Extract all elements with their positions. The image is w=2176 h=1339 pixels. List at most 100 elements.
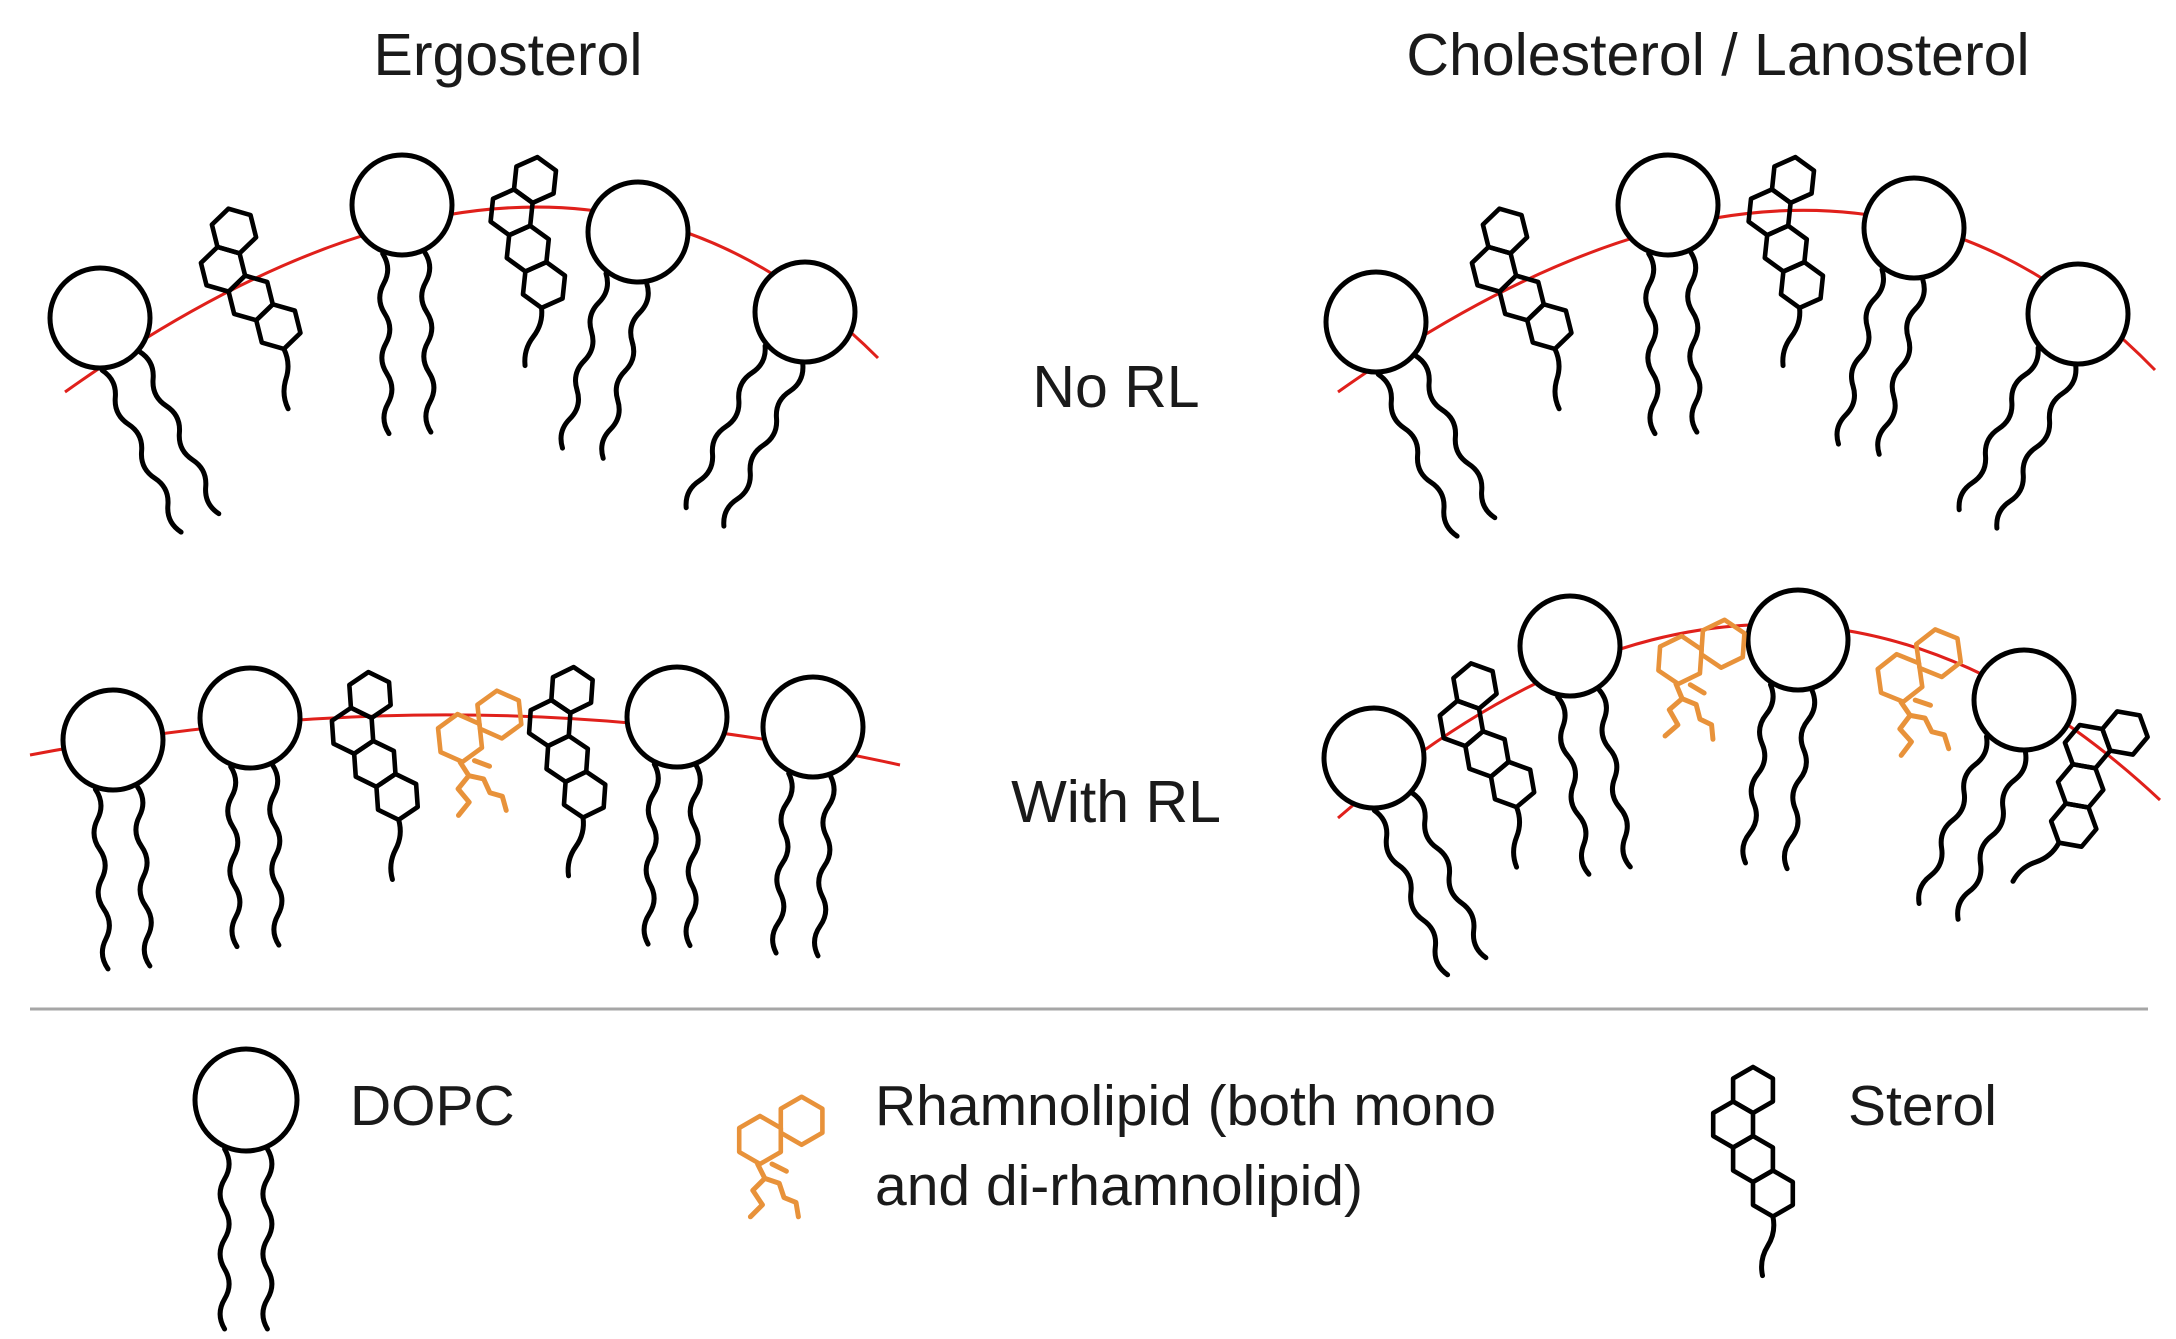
- dopc-head: [60, 687, 166, 793]
- legend-dopc-icon: [192, 1046, 300, 1332]
- lipid-tail: [1371, 807, 1451, 978]
- lipid-tail: [599, 281, 651, 461]
- dopc-lipid: [197, 665, 303, 950]
- legend-label-rhamnolipid-line2: and di-rhamnolipid): [875, 1154, 1363, 1218]
- column-title-ergosterol: Ergosterol: [374, 22, 643, 88]
- lipid-tail: [558, 271, 610, 451]
- lipid-tail: [1685, 249, 1703, 435]
- dopc-lipid: [1321, 705, 1489, 978]
- sterol-tail: [2010, 840, 2062, 884]
- rhamnolipid-ring: [736, 1113, 784, 1167]
- rhamnolipid-ring: [435, 711, 485, 765]
- dopc-lipid: [558, 179, 691, 461]
- dopc-lipid: [47, 265, 222, 535]
- rhamnolipid-ring: [1698, 617, 1747, 670]
- lipid-tail: [133, 783, 154, 969]
- lipid-tail: [1955, 749, 2029, 922]
- dopc-lipid: [1740, 587, 1851, 872]
- sterol-ring: [504, 223, 552, 274]
- dopc-head: [1615, 152, 1721, 258]
- sterol-molecule: [198, 206, 303, 412]
- dopc-head: [1323, 269, 1429, 375]
- rhamnolipid-molecule: [1656, 617, 1747, 742]
- legend-label-rhamnolipid-line1: Rhamnolipid (both mono: [875, 1074, 1496, 1138]
- lipid-tail: [1740, 682, 1776, 866]
- lipid-tail: [137, 349, 222, 517]
- dopc-head: [760, 674, 866, 780]
- sterol-ring: [1524, 301, 1574, 352]
- sterol-ring: [1488, 759, 1537, 810]
- sterol-ring: [1750, 1168, 1796, 1219]
- rhamnolipid-tail: [762, 1175, 801, 1220]
- lipid-tail: [1834, 267, 1886, 447]
- dopc-lipid: [60, 687, 166, 972]
- rhamnolipid-tail: [1662, 681, 1685, 739]
- legend-sterol-icon: [1710, 1064, 1796, 1279]
- dopc-lipid: [1956, 261, 2131, 531]
- dopc-head: [197, 665, 303, 771]
- sterol-molecule: [329, 669, 421, 882]
- rhamnolipid-ring: [1656, 633, 1704, 687]
- rhamnolipid-molecule: [1875, 627, 1964, 758]
- sterol-molecules: [198, 154, 2150, 1279]
- sterol-tail: [388, 817, 403, 882]
- rhamnolipid-tail: [1679, 696, 1716, 742]
- lipid-tail: [641, 761, 661, 947]
- row-label-with-rl: With RL: [1011, 769, 1221, 835]
- lipid-tail: [1596, 687, 1633, 870]
- dopc-lipid: [760, 674, 866, 959]
- dopc-lipid: [624, 664, 730, 949]
- lipid-tail: [1413, 353, 1498, 521]
- lipid-tail: [1643, 251, 1661, 437]
- dopc-head: [1321, 705, 1427, 811]
- lipid-molecules: [47, 152, 2131, 1332]
- sterol-ring: [549, 664, 595, 716]
- dopc-head: [624, 664, 730, 770]
- rhamnolipid-molecules: [435, 617, 1964, 1220]
- lipid-tail: [99, 367, 184, 535]
- sterol-ring: [1778, 259, 1826, 311]
- sterol-tail: [522, 305, 545, 369]
- rhamnolipid-tail: [1907, 712, 1952, 752]
- lipid-tail: [225, 764, 243, 950]
- lipid-tail: [91, 786, 112, 972]
- rhamnolipid-tail: [471, 758, 493, 769]
- sterol-molecule: [526, 664, 608, 879]
- dopc-lipid: [683, 259, 858, 529]
- sterol-molecule: [1746, 154, 1826, 369]
- sterol-tail: [1552, 346, 1562, 412]
- dopc-head: [2025, 261, 2131, 367]
- sterol-ring: [226, 273, 276, 323]
- lipid-tail: [377, 251, 395, 437]
- rhamnolipid-ring: [1913, 627, 1964, 680]
- sterol-ring: [1437, 698, 1486, 749]
- sterol-ring: [561, 769, 608, 820]
- dopc-head: [47, 265, 153, 371]
- dopc-head: [192, 1046, 300, 1154]
- sterol-tail: [1759, 1214, 1777, 1279]
- sterol-molecule: [2010, 709, 2150, 884]
- sterol-tail: [1511, 804, 1523, 870]
- sterol-ring: [253, 301, 303, 352]
- dopc-lipid: [1834, 175, 1967, 457]
- sterol-molecule: [1437, 661, 1537, 870]
- dopc-lipid: [1615, 152, 1721, 437]
- dopc-head: [1745, 587, 1851, 693]
- lipid-tail: [267, 762, 285, 948]
- sterol-ring: [374, 771, 421, 823]
- legend-rhamnolipid-icon: [736, 1094, 825, 1220]
- lipid-tail: [683, 763, 703, 949]
- column-title-cholesterol-lanosterol: Cholesterol / Lanosterol: [1406, 22, 2029, 88]
- rhamnolipid-tail: [1687, 682, 1707, 696]
- dopc-lipid: [1323, 269, 1498, 539]
- sterol-ring: [1451, 661, 1499, 711]
- sterol-ring: [1463, 729, 1511, 779]
- rhamnolipid-molecule: [435, 688, 524, 818]
- legend-label-sterol: Sterol: [1848, 1074, 1997, 1138]
- sterol-ring: [511, 154, 559, 206]
- sterol-ring: [2048, 801, 2099, 849]
- lipid-tail: [812, 773, 837, 959]
- rhamnolipid-tail: [466, 773, 509, 813]
- rhamnolipid-tail: [1897, 699, 1914, 758]
